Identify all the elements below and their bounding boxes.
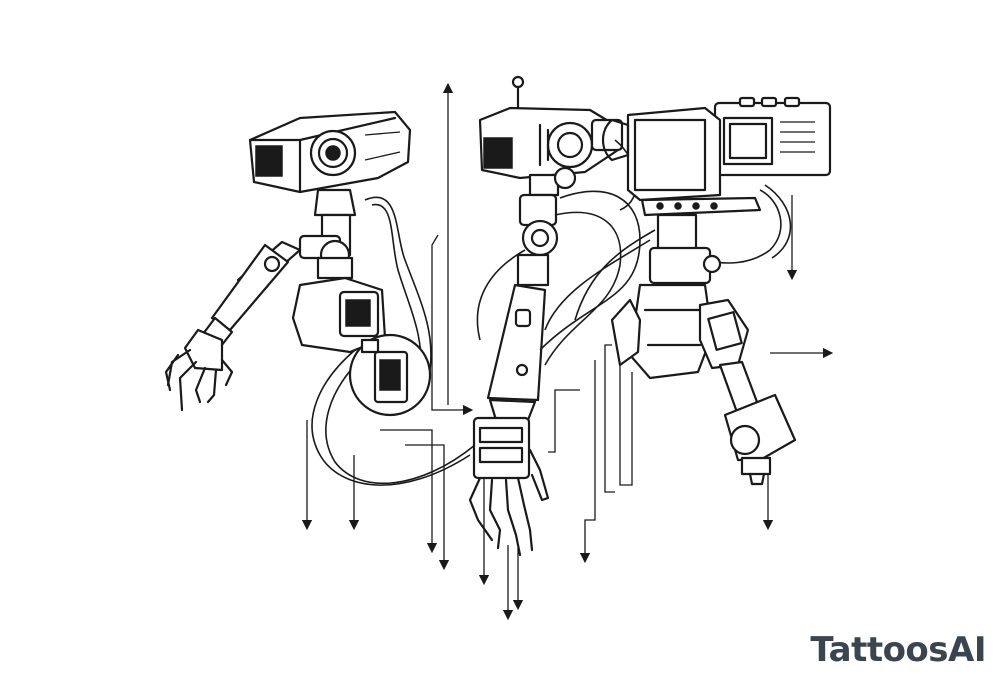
- forearm: [486, 283, 547, 402]
- robot-right: [544, 96, 832, 486]
- camera-screen: [255, 145, 283, 177]
- robot-left: [164, 110, 476, 486]
- arrow-down-icon: [380, 429, 438, 554]
- camera-screen: [483, 137, 513, 169]
- arrow-down-icon: [405, 444, 450, 571]
- elbow-joint: [698, 298, 750, 370]
- arrow-right-icon: [431, 234, 474, 416]
- connector-lines: [301, 82, 834, 621]
- robotic-hand-icon: [164, 328, 234, 412]
- arrow-down-icon: [579, 360, 596, 564]
- robotic-hand-icon: [468, 448, 550, 557]
- tattoosai-watermark: TattoosAI: [810, 630, 986, 670]
